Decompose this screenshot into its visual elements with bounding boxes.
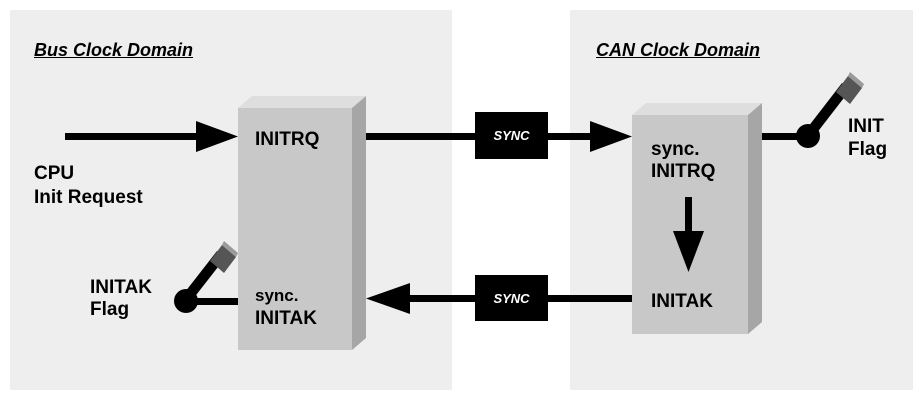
init-flag-lever <box>808 83 850 134</box>
initak-flag-wire <box>186 298 238 305</box>
can-block-sync-label: sync. <box>651 139 700 160</box>
bus-domain-title: Bus Clock Domain <box>34 40 194 60</box>
sync-box-upper <box>475 112 548 159</box>
init-flag-label-line1: INIT <box>848 116 884 137</box>
bus-clock-domain-panel <box>10 10 452 390</box>
initak-arrowhead <box>366 283 410 314</box>
bus-block-initrq-label: INITRQ <box>255 129 320 150</box>
init-request-label: Init Request <box>34 187 143 208</box>
sync-label-lower: SYNC <box>493 291 530 306</box>
initak-flag-label-line1: INITAK <box>90 277 152 298</box>
cpu-request-arrowhead <box>196 121 238 152</box>
init-flag-handle-edge <box>848 72 864 88</box>
initak-flag-label-line2: Flag <box>90 299 130 320</box>
initak-flag-handle <box>210 245 236 273</box>
init-flag-handle <box>836 76 862 104</box>
can-internal-wire <box>685 197 692 237</box>
can-block-initrq-label: INITRQ <box>651 161 716 182</box>
sync-box-lower <box>475 275 548 321</box>
can-block <box>632 103 762 334</box>
bus-block-initak-label: INITAK <box>255 308 317 329</box>
initak-flag-handle-edge <box>222 241 238 257</box>
bus-block-front <box>238 108 352 350</box>
sync-label-upper: SYNC <box>493 128 530 143</box>
bus-block <box>238 96 366 350</box>
initak-wire-left <box>405 295 475 302</box>
can-internal-arrowhead <box>673 231 704 272</box>
bus-block-side <box>352 96 366 350</box>
cpu-request-wire <box>65 133 205 140</box>
can-block-top <box>632 103 762 115</box>
initak-wire-right <box>548 295 632 302</box>
bus-block-sync-label: sync. <box>255 286 299 305</box>
initrq-arrowhead <box>590 121 632 152</box>
bus-block-top <box>238 96 366 108</box>
initrq-wire-right <box>548 133 594 140</box>
can-block-side <box>748 103 762 334</box>
initrq-wire-left <box>366 133 476 140</box>
can-block-initak-label: INITAK <box>651 291 713 312</box>
cpu-label: CPU <box>34 163 75 184</box>
init-flag-label-line2: Flag <box>848 139 888 160</box>
init-flag-wire <box>762 133 802 140</box>
can-domain-title: CAN Clock Domain <box>596 40 761 60</box>
